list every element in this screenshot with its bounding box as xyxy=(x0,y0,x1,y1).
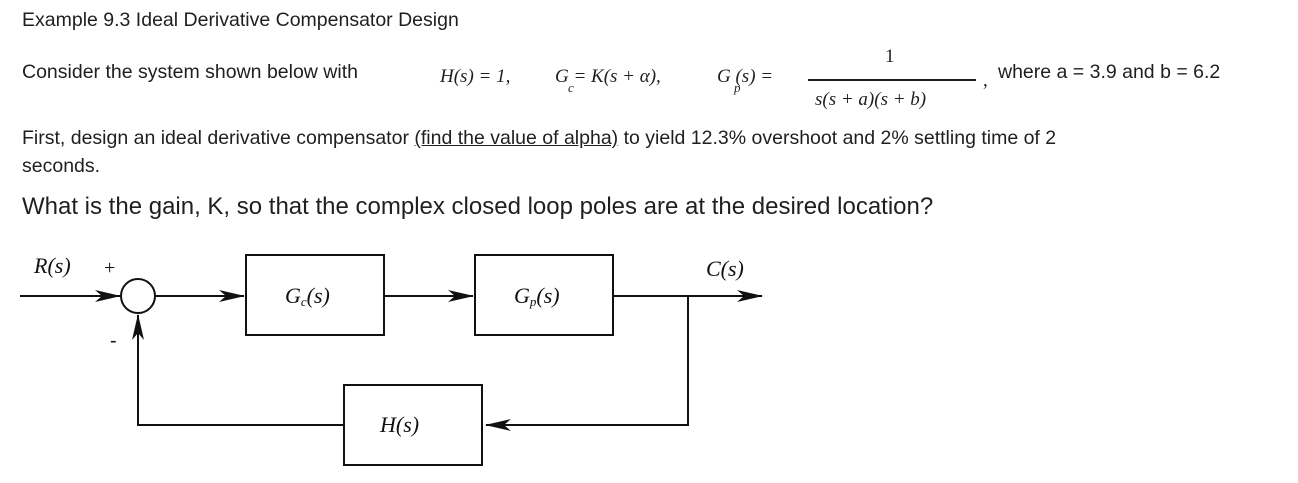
design-alpha-note: (find the value of alpha) xyxy=(414,127,619,149)
input-label: R(s) xyxy=(33,253,71,278)
gc-label-main: G xyxy=(285,283,301,308)
gc-block xyxy=(245,254,385,336)
page-title: Example 9.3 Ideal Derivative Compensator… xyxy=(22,9,459,31)
h-block xyxy=(343,384,483,466)
gc-label: Gc(s) xyxy=(285,283,330,309)
gp-label-tail: (s) xyxy=(536,283,559,308)
gp-label-sub: p xyxy=(529,294,537,309)
gp-label-main: G xyxy=(514,283,530,308)
eq-gp-subscript: p xyxy=(734,80,741,95)
fraction-comma: , xyxy=(983,70,988,91)
design-post: to yield 12.3% overshoot and 2% settling… xyxy=(618,127,1057,149)
gc-label-tail: (s) xyxy=(307,283,330,308)
design-pre: First, design an ideal derivative compen… xyxy=(22,127,415,149)
design-statement-line2: seconds. xyxy=(22,155,101,177)
question: What is the gain, K, so that the complex… xyxy=(22,193,934,220)
plus-sign: + xyxy=(104,257,115,279)
problem-intro: Consider the system shown below with xyxy=(22,61,358,83)
h-label: H(s) xyxy=(379,412,419,437)
feedback-path-right xyxy=(485,296,689,431)
eq-gc-subscript: c xyxy=(568,80,574,95)
fraction-bar xyxy=(808,79,976,81)
design-statement: First, design an ideal derivative compen… xyxy=(22,127,1056,150)
fraction-numerator: 1 xyxy=(885,46,895,67)
feedback-path-left xyxy=(132,314,344,426)
summing-junction xyxy=(120,278,156,314)
gp-label: Gp(s) xyxy=(514,283,560,309)
eq-h: H(s) = 1, xyxy=(440,66,511,87)
fraction-denominator: s(s + a)(s + b) xyxy=(815,89,927,110)
eq-gc: G = K(s + α), xyxy=(555,66,661,87)
minus-sign: - xyxy=(110,330,117,352)
parameter-values: where a = 3.9 and b = 6.2 xyxy=(998,61,1221,83)
eq-gp: G (s) = xyxy=(717,66,774,87)
output-label: C(s) xyxy=(706,256,744,281)
gc-label-sub: c xyxy=(301,294,307,309)
